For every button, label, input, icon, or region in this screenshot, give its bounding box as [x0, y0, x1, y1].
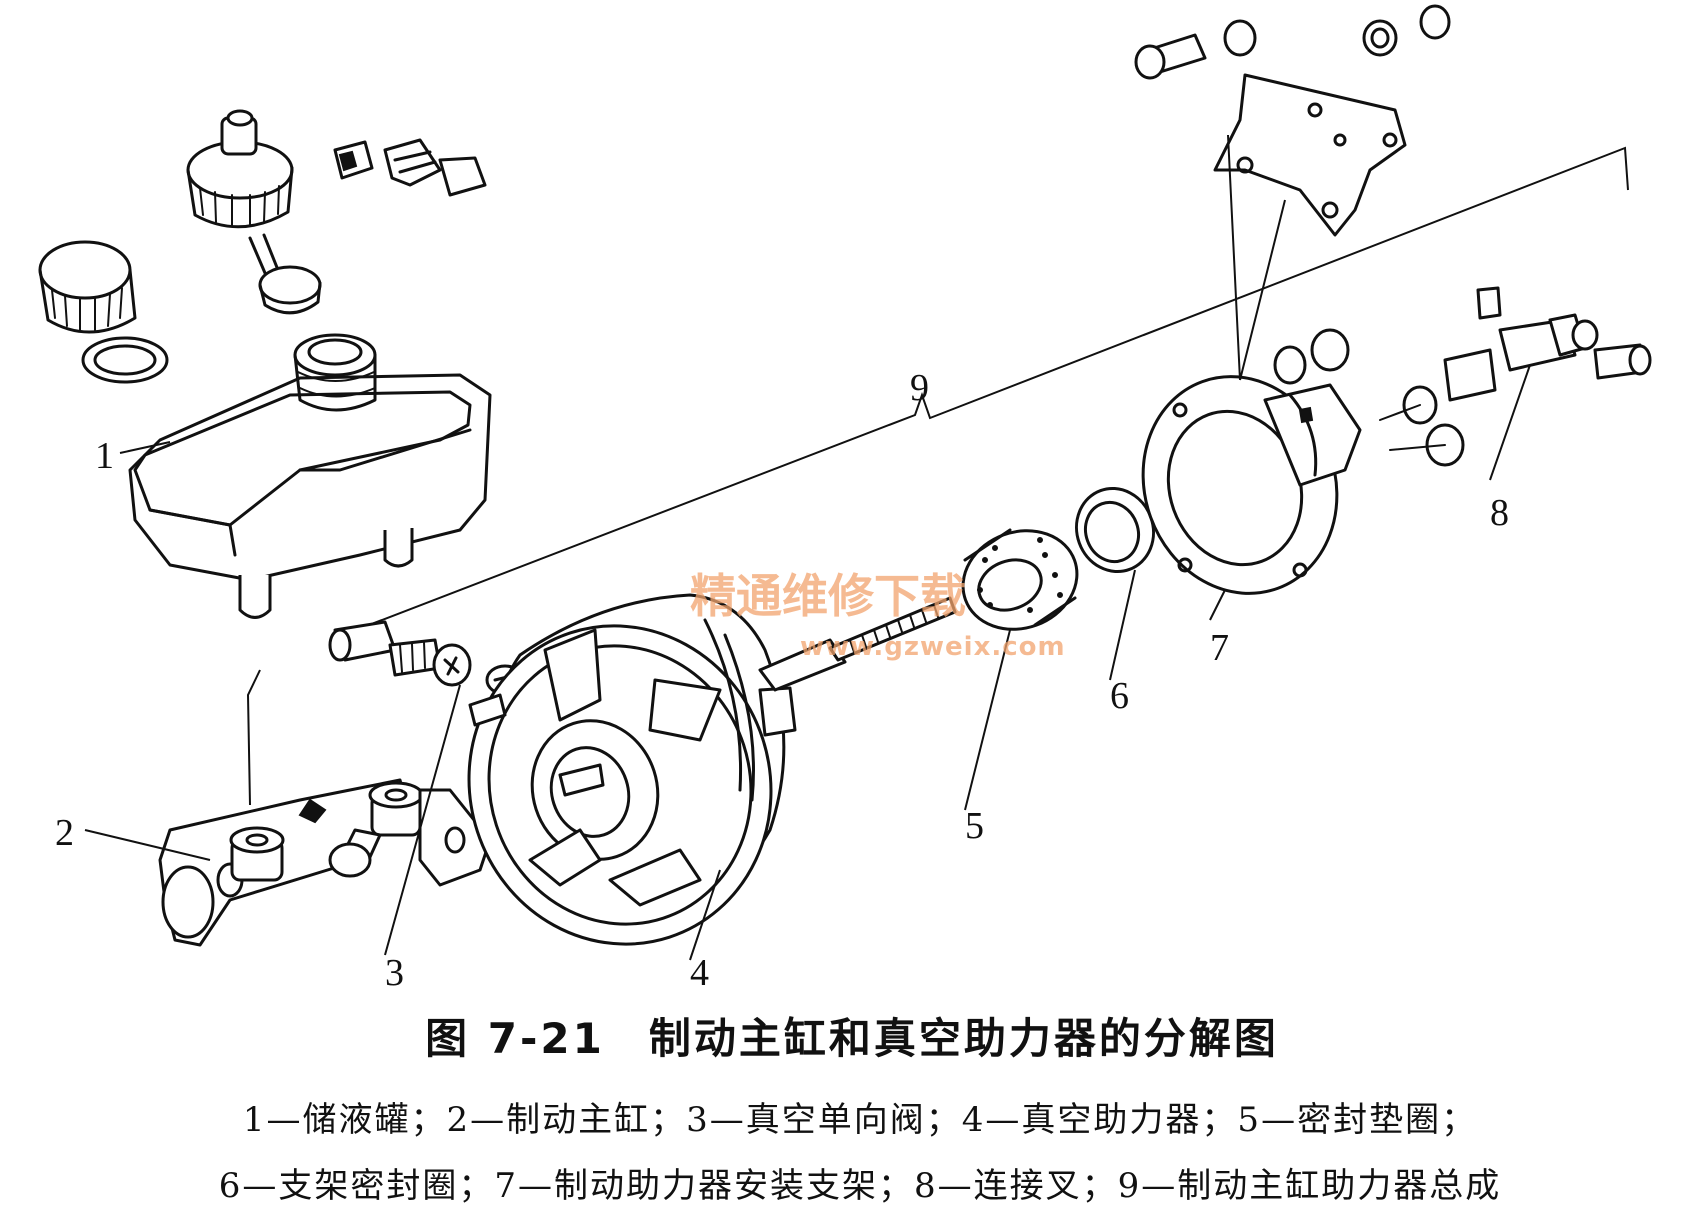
reservoir-cap-left	[38, 240, 169, 384]
legend-line-1: 1—储液罐；2—制动主缸；3—真空单向阀；4—真空助力器；5—密封垫圈；	[242, 1100, 1478, 1140]
seal-gasket	[961, 528, 1079, 631]
part-label-4: 4	[690, 952, 709, 994]
vacuum-booster	[467, 593, 957, 946]
part-label-5: 5	[965, 805, 984, 847]
watermark-text: 精通维修下载	[690, 569, 966, 623]
label-leaders	[84, 364, 1531, 961]
vacuum-check-valve	[328, 620, 525, 696]
figure-caption: 图 7-21 制动主缸和真空助力器的分解图	[0, 1005, 1704, 1066]
part-label-3: 3	[385, 952, 404, 994]
part-label-1: 1	[95, 435, 114, 477]
master-cylinder	[158, 778, 492, 947]
part-label-8: 8	[1490, 492, 1509, 534]
booster-mounting-bracket	[1141, 375, 1362, 595]
mounting-plate	[1134, 4, 1451, 381]
part-label-9: 9	[910, 367, 929, 409]
sensor-connector	[333, 138, 487, 197]
figure-number: 图 7-21	[425, 1014, 605, 1063]
watermark-url: www.gzweix.com	[800, 632, 1066, 662]
part-label-6: 6	[1110, 675, 1129, 717]
figure-title: 制动主缸和真空助力器的分解图	[648, 1014, 1279, 1063]
exploded-view-diagram: 1 2 3 4 5 6 7 8 9 精通维修下载 www.gzweix.com	[38, 4, 1652, 994]
assembly-bracket-line	[329, 146, 1629, 641]
legend-line-2: 6—支架密封圈；7—制动助力器安装支架；8—连接叉；9—制动主缸助力器总成	[218, 1166, 1502, 1206]
part-label-2: 2	[55, 812, 74, 854]
fluid-reservoir	[128, 333, 492, 619]
reservoir-float-cap	[186, 109, 322, 315]
part-label-7: 7	[1210, 627, 1229, 669]
connecting-fork	[1273, 286, 1652, 467]
